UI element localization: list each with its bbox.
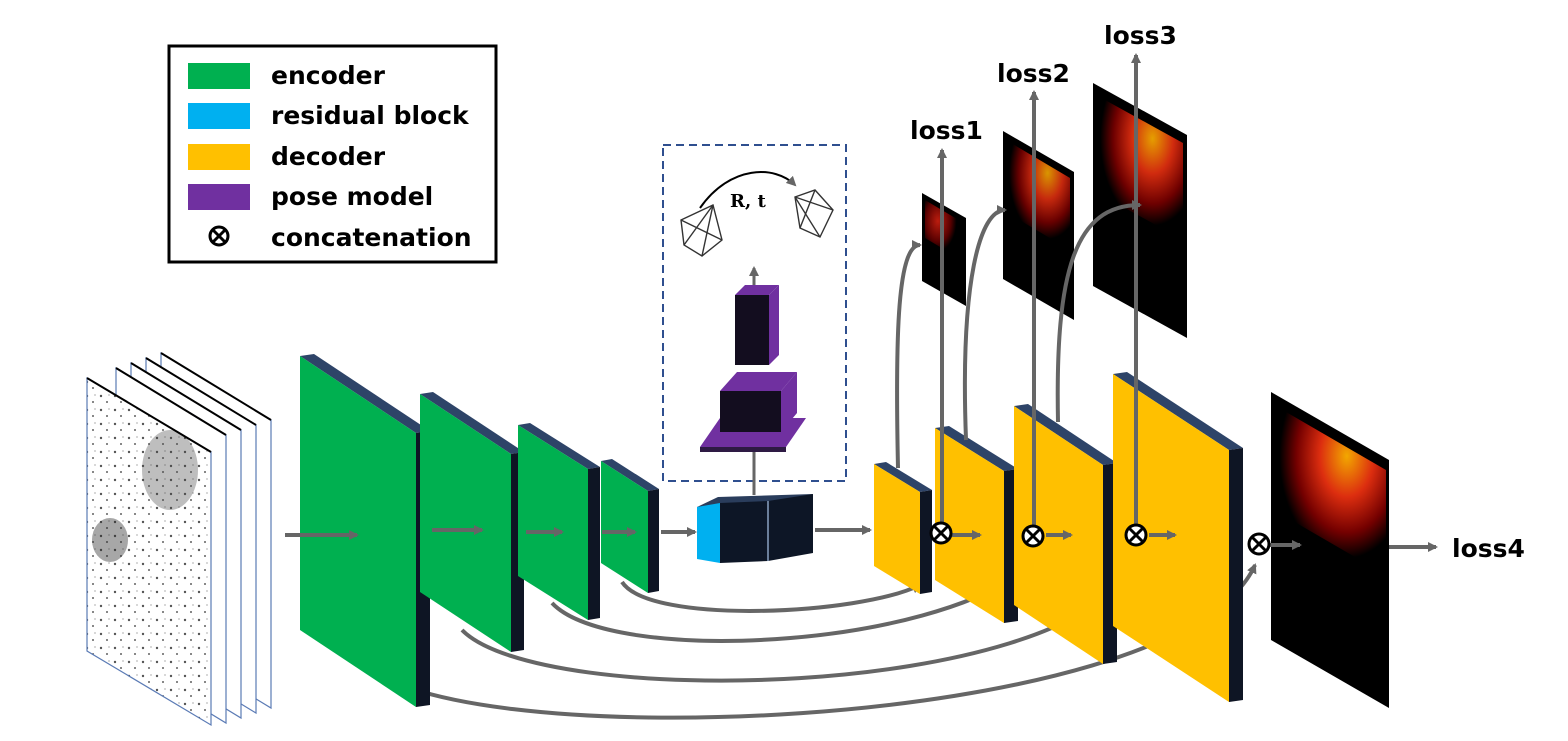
decoder-block-1 xyxy=(874,462,932,594)
loss1-label: loss1 xyxy=(910,116,983,145)
legend-swatch-decoder xyxy=(188,144,250,170)
pose-model-block-top xyxy=(735,285,779,365)
depth-map-scale-2 xyxy=(1003,131,1074,320)
concat-node-3 xyxy=(1124,523,1148,547)
depth-map-scale-3 xyxy=(1093,83,1187,338)
pose-model-block-mid xyxy=(720,372,797,432)
concat-node-4 xyxy=(1247,532,1271,556)
encoder-block-3 xyxy=(518,423,600,620)
otimes-icon xyxy=(208,225,230,247)
concat-node-2 xyxy=(1021,524,1045,548)
legend-label-concatenation: concatenation xyxy=(271,223,472,252)
legend-label-residual-block: residual block xyxy=(271,101,470,130)
depth-map-final xyxy=(1271,392,1389,708)
camera-frustum-icon xyxy=(680,204,723,257)
encoder-block-1 xyxy=(300,354,430,707)
loss3-label: loss3 xyxy=(1104,21,1177,50)
legend-label-decoder: decoder xyxy=(271,142,386,171)
loss2-label: loss2 xyxy=(997,59,1070,88)
rotation-arrow xyxy=(699,171,797,209)
concat-node-1 xyxy=(929,521,953,545)
residual-block xyxy=(697,494,813,563)
camera-frustum-icon xyxy=(794,189,834,238)
skip-connection-4 xyxy=(620,580,922,613)
encoder-block-2 xyxy=(420,392,524,652)
input-image-stack xyxy=(86,351,272,727)
legend: encoder residual block decoder pose mode… xyxy=(167,44,498,264)
legend-swatch-encoder xyxy=(188,63,250,89)
legend-swatch-pose-model xyxy=(188,184,250,210)
pose-transform-label: R, t xyxy=(730,191,766,212)
pose-model-panel: R, t xyxy=(662,144,847,495)
forward-arrows xyxy=(285,525,1438,552)
output-arrows xyxy=(895,53,1142,525)
pose-dashed-box xyxy=(662,144,847,482)
legend-swatch-residual-block xyxy=(188,103,250,129)
legend-label-encoder: encoder xyxy=(271,61,386,90)
loss4-label: loss4 xyxy=(1452,534,1525,563)
legend-label-pose-model: pose model xyxy=(271,182,433,211)
encoder-block-4 xyxy=(601,459,659,593)
input-frame-front xyxy=(86,376,212,727)
